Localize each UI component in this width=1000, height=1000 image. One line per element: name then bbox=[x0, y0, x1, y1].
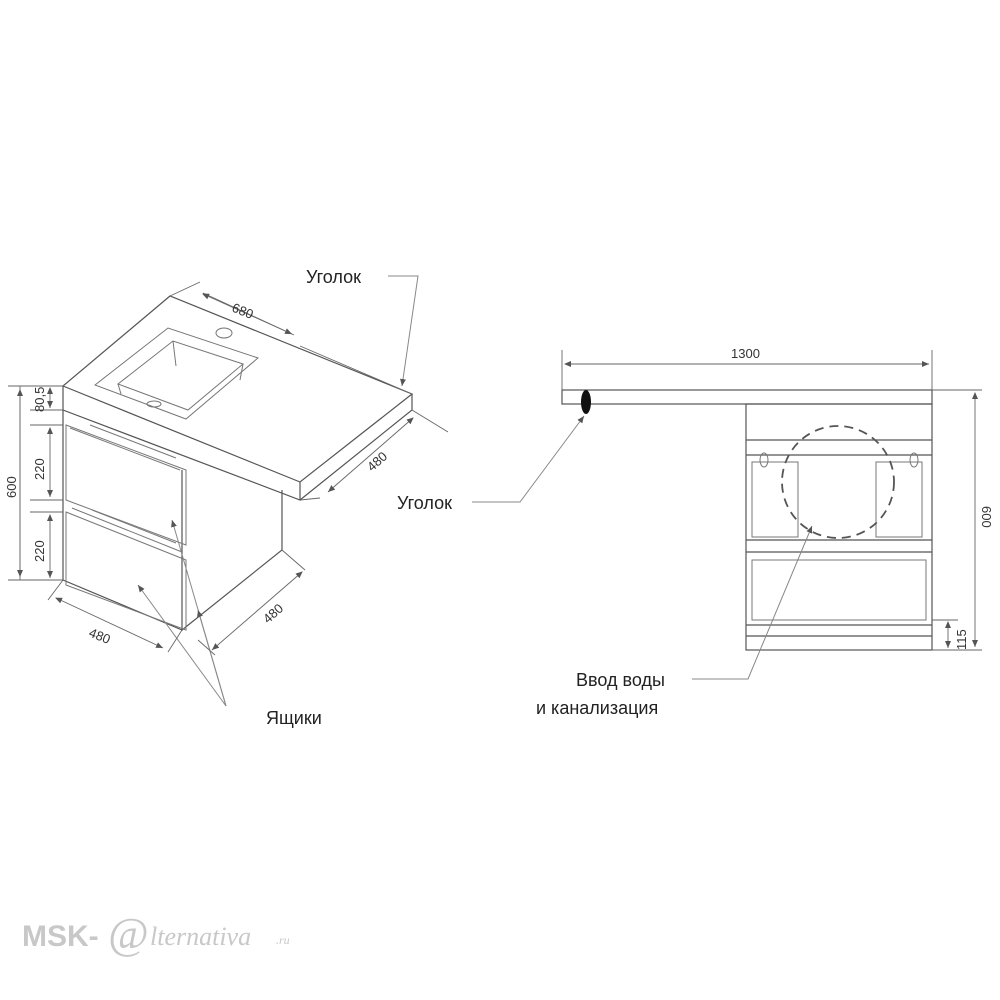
faucet-hole bbox=[215, 327, 233, 339]
label-water-line1: Ввод воды bbox=[576, 670, 665, 690]
sink-basin bbox=[116, 340, 245, 411]
logo-prefix: MSK- bbox=[22, 920, 99, 953]
dim-total-height: 600 bbox=[4, 476, 19, 498]
isometric-cabinet bbox=[8, 275, 449, 707]
dim-top-width: 680 bbox=[230, 300, 256, 322]
corner-piece bbox=[581, 390, 591, 414]
sink-rim bbox=[93, 327, 260, 420]
drawer-upper bbox=[65, 424, 187, 546]
dim-top-thickness: 80,5 bbox=[32, 387, 47, 412]
logo-suffix: .ru bbox=[276, 933, 290, 947]
front-cabinet-body bbox=[745, 403, 933, 651]
front-bracket-left bbox=[751, 461, 799, 538]
front-view-cabinet bbox=[472, 350, 982, 680]
dim-right-width: 1300 bbox=[731, 346, 760, 361]
countertop-top-face bbox=[61, 295, 414, 483]
label-corner-left: Уголок bbox=[306, 267, 361, 287]
label-corner-right: Уголок bbox=[397, 493, 452, 513]
front-bracket-right bbox=[875, 461, 923, 538]
dim-top-depth: 480 bbox=[364, 449, 390, 475]
front-drawer-lower bbox=[751, 559, 927, 621]
label-water-line2: и канализация bbox=[536, 698, 658, 718]
brand-logo: MSK- @ lternativa .ru bbox=[22, 909, 290, 958]
dim-drawer-upper: 220 bbox=[32, 458, 47, 480]
logo-at: @ bbox=[108, 909, 148, 958]
label-drawers: Ящики bbox=[266, 708, 322, 728]
sink-outline bbox=[781, 425, 895, 539]
countertop-side-edge bbox=[299, 394, 413, 501]
cabinet-front bbox=[62, 410, 183, 631]
countertop-front-edge bbox=[62, 386, 301, 501]
dim-drawer-lower: 220 bbox=[32, 540, 47, 562]
drain-hole bbox=[146, 400, 162, 408]
dim-base-width: 480 bbox=[87, 625, 113, 647]
drawer-lower bbox=[65, 511, 187, 631]
dim-right-bottom: 115 bbox=[954, 629, 969, 650]
logo-script: lternativa bbox=[150, 922, 251, 951]
dim-right-height: 600 bbox=[979, 506, 994, 528]
front-countertop bbox=[561, 389, 933, 405]
dim-base-depth: 480 bbox=[260, 601, 286, 627]
